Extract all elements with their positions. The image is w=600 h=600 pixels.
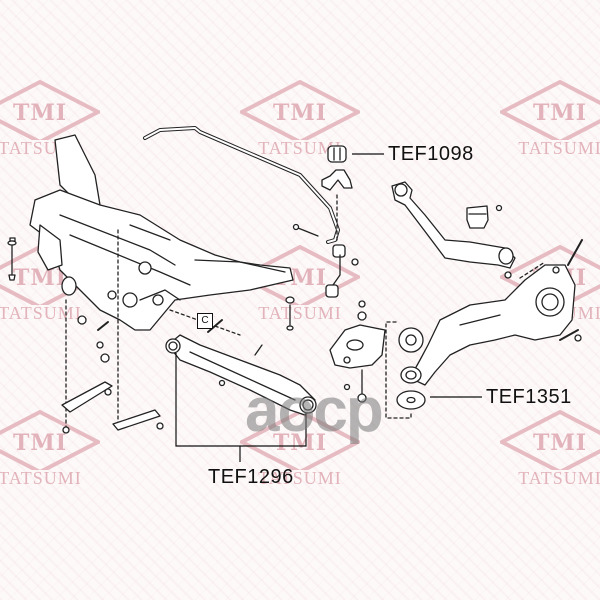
watermark-tmi: TMI xyxy=(12,265,67,291)
callout-c: C xyxy=(197,313,213,329)
lower-control-arm-icon xyxy=(165,334,317,416)
watermark-logo: TMI TATSUMI xyxy=(500,80,600,160)
stabilizer-link-icon xyxy=(325,244,346,298)
bump-stop-icon xyxy=(466,204,503,229)
leader-bracket xyxy=(175,353,307,447)
watermark-tmi: TMI xyxy=(532,430,587,456)
watermark-logo: TMI TATSUMI xyxy=(0,80,100,160)
stabilizer-bar-icon xyxy=(143,126,340,244)
spring-seat-icon xyxy=(396,327,426,410)
diamond-logo-icon xyxy=(500,410,600,470)
watermark-tatsumi: TATSUMI xyxy=(518,138,600,158)
diamond-logo-icon xyxy=(0,410,100,470)
bolt-icon xyxy=(7,237,17,281)
bracket-strap-icon xyxy=(61,381,164,434)
watermark-logo: TMI TATSUMI xyxy=(240,80,360,160)
watermark-tmi: TMI xyxy=(272,100,327,126)
part-label-tef1351: TEF1351 xyxy=(486,386,572,408)
watermark-logo: TMI TATSUMI xyxy=(500,410,600,490)
part-label-tef1098: TEF1098 xyxy=(388,143,474,165)
subframe-icon xyxy=(29,134,294,331)
watermark-tatsumi: TATSUMI xyxy=(0,303,82,323)
bracket-icon xyxy=(321,169,353,191)
diamond-logo-icon xyxy=(500,245,600,305)
watermark-tatsumi: TATSUMI xyxy=(258,138,342,158)
mount-bracket-icon xyxy=(329,300,386,403)
diamond-logo-icon xyxy=(500,80,600,140)
watermark-tmi: TMI xyxy=(12,430,67,456)
watermark-logo: TMI TATSUMI xyxy=(0,245,100,325)
watermark-logo: TMI TATSUMI xyxy=(240,410,360,490)
watermark-aocp: aocp xyxy=(245,376,384,445)
watermark-tatsumi: TATSUMI xyxy=(258,303,342,323)
knuckle-icon xyxy=(409,264,576,386)
watermark-tatsumi: TATSUMI xyxy=(258,468,342,488)
upper-control-arm-icon xyxy=(391,181,516,269)
watermark-tmi: TMI xyxy=(12,100,67,126)
watermark-tatsumi: TATSUMI xyxy=(0,468,82,488)
stabilizer-bushing-icon xyxy=(327,145,347,163)
diamond-logo-icon xyxy=(240,80,360,140)
diamond-logo-icon xyxy=(240,410,360,470)
watermark-logo: TMI TATSUMI xyxy=(0,410,100,490)
watermark-tmi: TMI xyxy=(532,100,587,126)
watermark-tmi: TMI xyxy=(272,430,327,456)
diamond-logo-icon xyxy=(0,80,100,140)
part-label-tef1296: TEF1296 xyxy=(208,466,294,488)
watermark-tatsumi: TATSUMI xyxy=(518,468,600,488)
bolt-icon xyxy=(285,296,295,331)
